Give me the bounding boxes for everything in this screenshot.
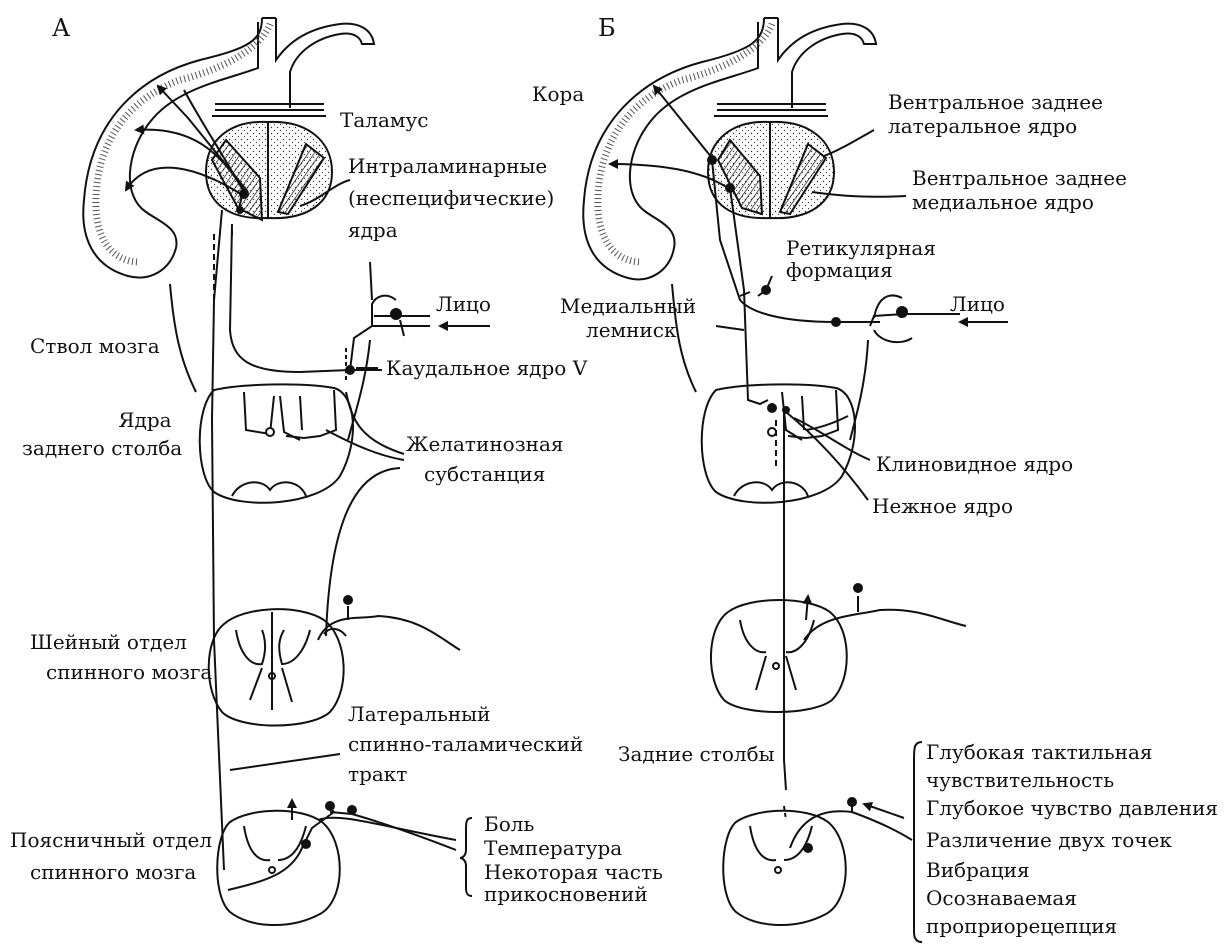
reticular-label-2: формация — [786, 258, 893, 282]
medial-lemniscus-label-1: Медиальный — [560, 294, 696, 318]
thalamus-b — [708, 104, 834, 218]
thalamus-a — [206, 104, 332, 220]
gelatinosa-label-1: Желатинозная — [406, 432, 563, 456]
medulla-a — [200, 384, 353, 502]
modality-b-4: Различение двух точек — [926, 828, 1172, 852]
cervical-a — [209, 609, 344, 725]
face-label-b: Лицо — [950, 292, 1005, 316]
vpl-label-1: Вентральное заднее — [888, 90, 1103, 114]
vpm-label-2: медиальное ядро — [912, 190, 1094, 214]
dorsal-column-nuclei-label-1: Ядра — [70, 408, 220, 432]
dorsal-columns-label: Задние столбы — [618, 742, 775, 766]
dorsal-column-nuclei-label-2: заднего столба — [22, 436, 182, 460]
cervical-label-2: спинного мозга — [46, 660, 212, 684]
lateral-tract-label-1: Латеральный — [348, 702, 490, 726]
face-label-a: Лицо — [436, 292, 491, 316]
intralaminar-label-2: (неспецифические) — [348, 186, 554, 210]
modality-b-1: Глубокая тактильная — [926, 740, 1153, 764]
modality-b-5: Вибрация — [926, 858, 1030, 882]
intralaminar-label-1: Интраламинарные — [348, 154, 547, 178]
lumbar-a — [217, 811, 340, 925]
cervical-label-1: Шейный отдел — [30, 630, 187, 654]
modality-a-1: Боль — [484, 812, 534, 836]
modality-b-2: чувствительность — [926, 768, 1114, 792]
modality-b-7: проприорецепция — [926, 914, 1117, 938]
lumbar-label-1: Поясничный отдел — [10, 828, 212, 852]
lumbar-b — [723, 811, 846, 925]
lateral-tract-label-3: тракт — [348, 762, 407, 786]
cervical-b — [711, 600, 847, 712]
cortex-label: Кора — [532, 82, 584, 106]
modality-b-6: Осознаваемая — [926, 886, 1077, 910]
bracket-a — [460, 818, 472, 896]
panel-b-letter: Б — [598, 16, 616, 40]
vpm-label-1: Вентральное заднее — [912, 166, 1127, 190]
panel-a-letter: А — [52, 16, 70, 40]
modality-b-3: Глубокое чувство давления — [926, 796, 1218, 820]
gelatinosa-label-2: субстанция — [424, 462, 545, 486]
thalamus-label: Таламус — [340, 108, 428, 132]
cuneate-label: Клиновидное ядро — [876, 452, 1073, 476]
lateral-tract-label-2: спинно-таламический — [348, 732, 583, 756]
reticular-label-1: Ретикулярная — [786, 236, 936, 260]
gracile-label: Нежное ядро — [872, 494, 1013, 518]
vpl-label-2: латеральное ядро — [888, 114, 1077, 138]
modality-a-3: Некоторая часть — [484, 860, 663, 884]
caudal-nucleus-label: Каудальное ядро V — [386, 356, 587, 380]
modality-a-2: Температура — [484, 836, 622, 860]
lumbar-label-2: спинного мозга — [30, 860, 196, 884]
brainstem-label: Ствол мозга — [30, 334, 160, 358]
bracket-b — [914, 742, 922, 942]
medulla-b — [702, 384, 855, 502]
intralaminar-label-3: ядра — [348, 218, 398, 242]
medial-lemniscus — [730, 188, 768, 404]
modality-a-4: прикосновений — [484, 882, 648, 906]
medial-lemniscus-label-2: лемниск — [586, 318, 676, 342]
spinothalamic-tract-a — [212, 210, 224, 870]
